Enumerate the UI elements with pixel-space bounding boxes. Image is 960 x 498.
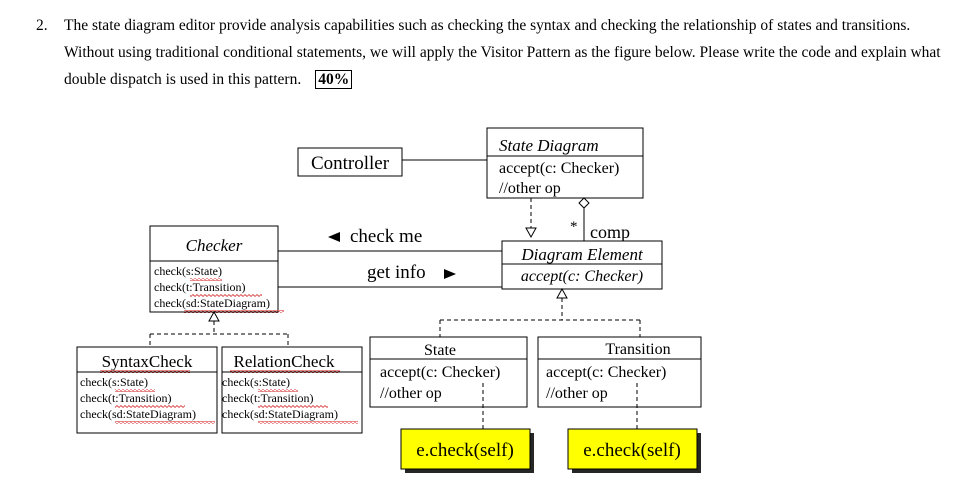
syntax-check-op-transition: check(t:Transition): [80, 391, 172, 405]
question-number: 2.: [36, 17, 48, 34]
syntax-check-name: SyntaxCheck: [102, 352, 193, 371]
state-note: e.check(self): [400, 428, 534, 473]
state-name: State: [424, 342, 456, 359]
transition-name: Transition: [605, 341, 670, 358]
state-op-other: //other op: [380, 385, 442, 402]
transition-class: Transition accept(c: Checker) //other op: [537, 336, 702, 408]
diagram-element-name: Diagram Element: [520, 245, 644, 264]
state-note-box: [400, 428, 531, 470]
state-diagram-class: State Diagram accept(c: Checker) //other…: [486, 127, 644, 199]
percent-badge: 40%: [315, 70, 353, 89]
element-inheritance-arrow-icon: [556, 287, 568, 299]
check-me-arrow-icon: [328, 232, 340, 242]
question-text: The state diagram editor provide analysi…: [64, 12, 948, 93]
controller-label: Controller: [311, 153, 390, 174]
realization-arrow-icon: [525, 227, 537, 239]
relation-check-op-statediagram: check(sd:StateDiagram): [222, 407, 338, 421]
get-info-label: get info: [367, 262, 426, 283]
state-op-accept: accept(c: Checker): [380, 364, 500, 381]
checker-name: Checker: [186, 236, 243, 255]
element-inheritance-lines: [439, 298, 641, 337]
checker-inheritance-lines: [149, 321, 289, 347]
relation-check-class: RelationCheck check(s:State) check(t:Tra…: [221, 346, 363, 434]
state-class: State accept(c: Checker) //other op: [369, 336, 528, 408]
relation-check-op-transition: check(t:Transition): [222, 391, 314, 405]
transition-note-box: [567, 428, 698, 470]
syntax-check-op-statediagram: check(sd:StateDiagram): [80, 407, 196, 421]
transition-op-other: //other op: [546, 385, 608, 402]
relation-check-op-state: check(s:State): [222, 375, 290, 389]
syntax-check-class: SyntaxCheck check(s:State) check(t:Trans…: [76, 346, 218, 434]
state-diagram-name: State Diagram: [499, 136, 599, 155]
checker-op-state: check(s:State): [154, 264, 222, 278]
syntax-check-op-state: check(s:State): [80, 375, 148, 389]
checker-inheritance-arrow-icon: [208, 310, 220, 322]
check-me-label: check me: [350, 226, 422, 247]
checker-op-statediagram: check(sd:StateDiagram): [154, 296, 270, 310]
composition-diamond-icon: [578, 197, 590, 209]
transition-note-text: e.check(self): [583, 440, 681, 461]
question-body: The state diagram editor provide analysi…: [64, 17, 941, 88]
transition-note: e.check(self): [567, 428, 701, 473]
comp-label: comp: [590, 222, 630, 242]
diagram-element-class: Diagram Element accept(c: Checker): [501, 240, 663, 290]
controller-box: Controller: [297, 147, 403, 177]
transition-op-accept: accept(c: Checker): [546, 364, 666, 381]
get-info-arrow-icon: [444, 269, 456, 279]
state-note-text: e.check(self): [416, 440, 514, 461]
relation-check-name: RelationCheck: [233, 352, 335, 371]
checker-class: Checker check(s:State) check(t:Transitio…: [149, 225, 284, 313]
checker-op-transition: check(t:Transition): [154, 280, 246, 294]
multiplicity-label: *: [570, 219, 578, 235]
state-diagram-op-accept: accept(c: Checker): [499, 160, 619, 177]
diagram-element-op-accept: accept(c: Checker): [521, 268, 643, 285]
state-diagram-op-other: //other op: [499, 180, 561, 197]
